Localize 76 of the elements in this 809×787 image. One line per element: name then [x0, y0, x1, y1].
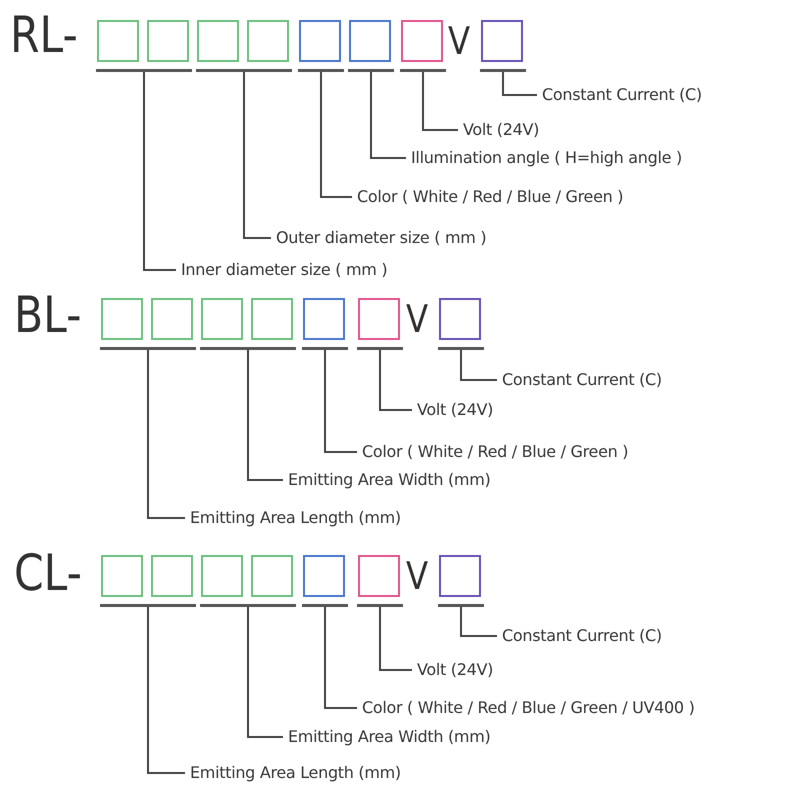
leader-line	[460, 607, 497, 637]
underline-bar	[298, 69, 344, 72]
series-prefix: CL-	[14, 548, 82, 598]
code-box	[101, 298, 143, 340]
leader-line	[247, 607, 283, 738]
code-box	[299, 20, 341, 62]
description-text: Constant Current (C)	[497, 625, 662, 647]
code-box	[97, 20, 139, 62]
description-text: Volt (24V)	[458, 119, 540, 141]
code-box	[201, 298, 243, 340]
underline-bar	[438, 347, 484, 350]
leader-line	[324, 350, 357, 453]
leader-line	[422, 72, 458, 131]
code-box	[439, 298, 481, 340]
code-box	[101, 555, 143, 597]
description-text: Constant Current (C)	[497, 369, 662, 391]
leader-line	[379, 607, 412, 671]
leader-line	[370, 72, 406, 159]
description-text: Emitting Area Length (mm)	[185, 507, 401, 529]
leader-line	[143, 72, 176, 271]
code-box	[439, 555, 481, 597]
underline-bar	[100, 347, 196, 350]
underline-bar	[96, 69, 192, 72]
underline-bar	[357, 347, 403, 350]
code-box	[197, 20, 239, 62]
code-box	[147, 20, 189, 62]
code-box	[201, 555, 243, 597]
underline-bar	[438, 604, 484, 607]
leader-line	[502, 72, 537, 96]
description-text: Illumination angle ( H=high angle )	[406, 147, 682, 169]
code-box	[303, 298, 345, 340]
underline-bar	[348, 69, 394, 72]
voltage-letter: V	[406, 557, 428, 595]
description-text: Color ( White / Red / Blue / Green )	[352, 186, 624, 208]
description-text: Volt (24V)	[412, 399, 494, 421]
code-box	[251, 555, 293, 597]
leader-line	[320, 72, 352, 198]
underline-bar	[357, 604, 403, 607]
underline-bar	[480, 69, 526, 72]
leader-line	[147, 350, 185, 519]
code-box	[349, 20, 391, 62]
underline-bar	[302, 347, 348, 350]
description-text: Color ( White / Red / Blue / Green )	[357, 441, 628, 463]
leader-line	[379, 350, 412, 411]
description-text: Constant Current (C)	[537, 84, 702, 106]
voltage-letter: V	[406, 300, 428, 338]
underline-bar	[302, 604, 348, 607]
code-box	[481, 20, 523, 62]
code-box	[151, 555, 193, 597]
description-text: Color ( White / Red / Blue / Green / UV400 )	[357, 697, 695, 719]
underline-bar	[200, 604, 296, 607]
underline-bar	[196, 69, 292, 72]
underline-bar	[200, 347, 296, 350]
code-box	[401, 20, 443, 62]
voltage-letter: V	[448, 22, 470, 60]
description-text: Inner diameter size ( mm )	[176, 259, 388, 281]
code-box	[358, 555, 400, 597]
code-box	[247, 20, 289, 62]
underline-bar	[400, 69, 446, 72]
description-text: Outer diameter size ( mm )	[271, 227, 486, 249]
series-prefix: RL-	[10, 10, 78, 60]
series-prefix: BL-	[14, 290, 82, 340]
leader-line	[324, 607, 357, 709]
code-box	[251, 298, 293, 340]
leader-line	[247, 350, 283, 481]
code-box	[358, 298, 400, 340]
leader-line	[243, 72, 271, 239]
code-box	[151, 298, 193, 340]
code-box	[303, 555, 345, 597]
underline-bar	[100, 604, 196, 607]
description-text: Emitting Area Length (mm)	[185, 762, 401, 784]
description-text: Volt (24V)	[412, 659, 494, 681]
description-text: Emitting Area Width (mm)	[283, 469, 490, 491]
description-text: Emitting Area Width (mm)	[283, 726, 490, 748]
leader-line	[460, 350, 497, 381]
leader-line	[147, 607, 185, 774]
